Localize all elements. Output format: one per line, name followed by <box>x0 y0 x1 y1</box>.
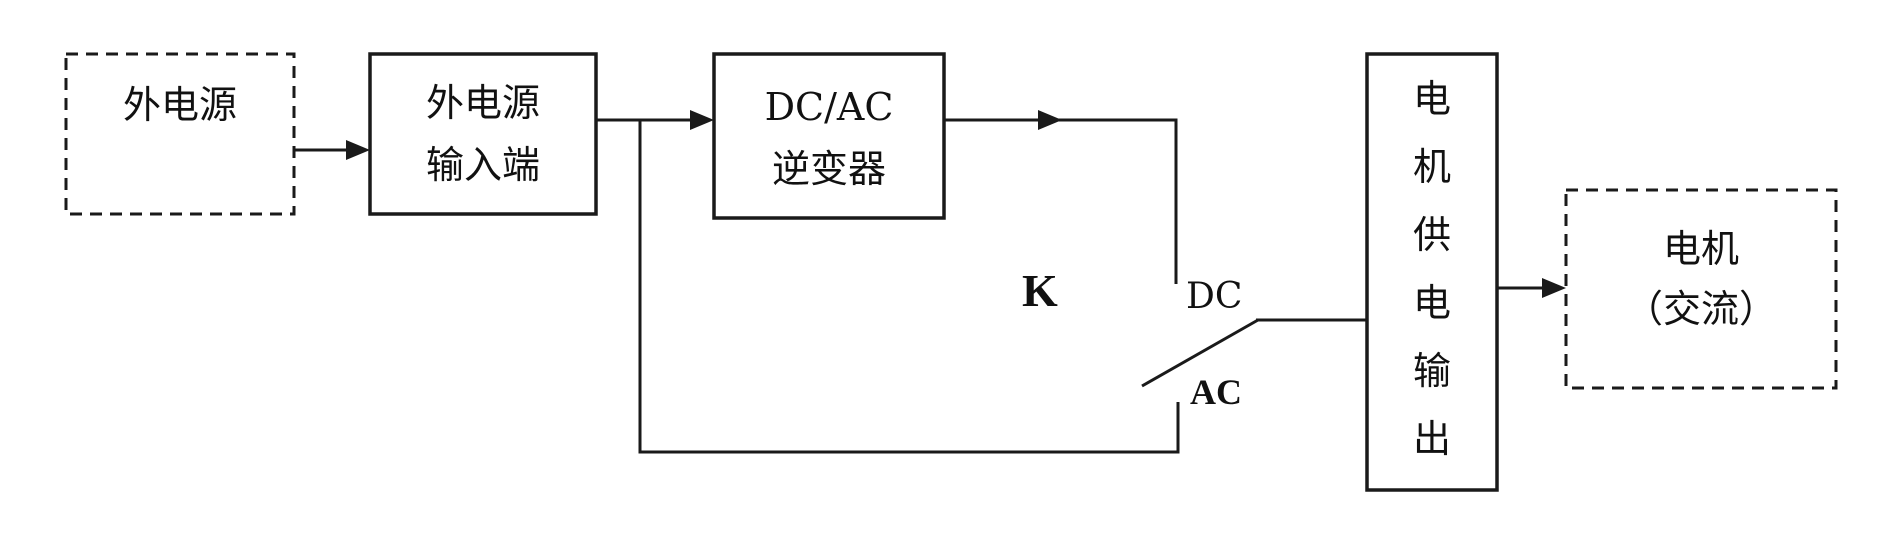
motor-supply-output-char: 电 <box>1413 77 1451 121</box>
arrow-head <box>690 110 714 130</box>
motor-supply-output-char: 供 <box>1413 213 1451 257</box>
connector-input-to-inverter <box>596 110 714 130</box>
connector-bypass-ac-path <box>638 120 1180 454</box>
external-power-block: 外电源 <box>64 52 296 216</box>
switch-k-label: K <box>1022 265 1058 316</box>
arrow-head <box>346 140 370 160</box>
switch-dc-label: DC <box>1186 276 1242 317</box>
switch-blade <box>1141 318 1259 388</box>
arrow-head <box>1542 278 1566 298</box>
motor-label-line1: 电机 <box>1663 227 1739 271</box>
motor-supply-output-char: 机 <box>1413 145 1451 189</box>
external-power-label: 外电源 <box>123 83 237 127</box>
motor-supply-output-char: 电 <box>1413 281 1451 325</box>
external-power-input-label-line1: 外电源 <box>426 81 540 125</box>
external-power-input-block: 外电源 输入端 <box>368 52 598 216</box>
motor-label-line2: （交流） <box>1625 287 1777 331</box>
dc-ac-inverter-label-line2: 逆变器 <box>772 147 886 191</box>
motor-supply-output-char: 出 <box>1413 417 1451 461</box>
external-power-input-label-line2: 输入端 <box>426 143 540 187</box>
connector-external-power-to-input <box>294 140 370 160</box>
dc-ac-inverter-block: DC/AC 逆变器 <box>712 52 946 220</box>
motor-supply-output-block: 电 机 供 电 输 出 <box>1365 52 1499 492</box>
switch-ac-label: AC <box>1190 372 1242 412</box>
connector-inverter-to-dc-contact <box>944 110 1178 284</box>
connector-output-to-motor <box>1497 278 1566 298</box>
switch-k: K DC AC <box>1022 265 1367 412</box>
dc-ac-inverter-label-line1: DC/AC <box>765 85 894 129</box>
motor-supply-output-char: 输 <box>1413 349 1451 393</box>
motor-block: 电机 （交流） <box>1564 188 1838 390</box>
arrow-head <box>1038 110 1062 130</box>
